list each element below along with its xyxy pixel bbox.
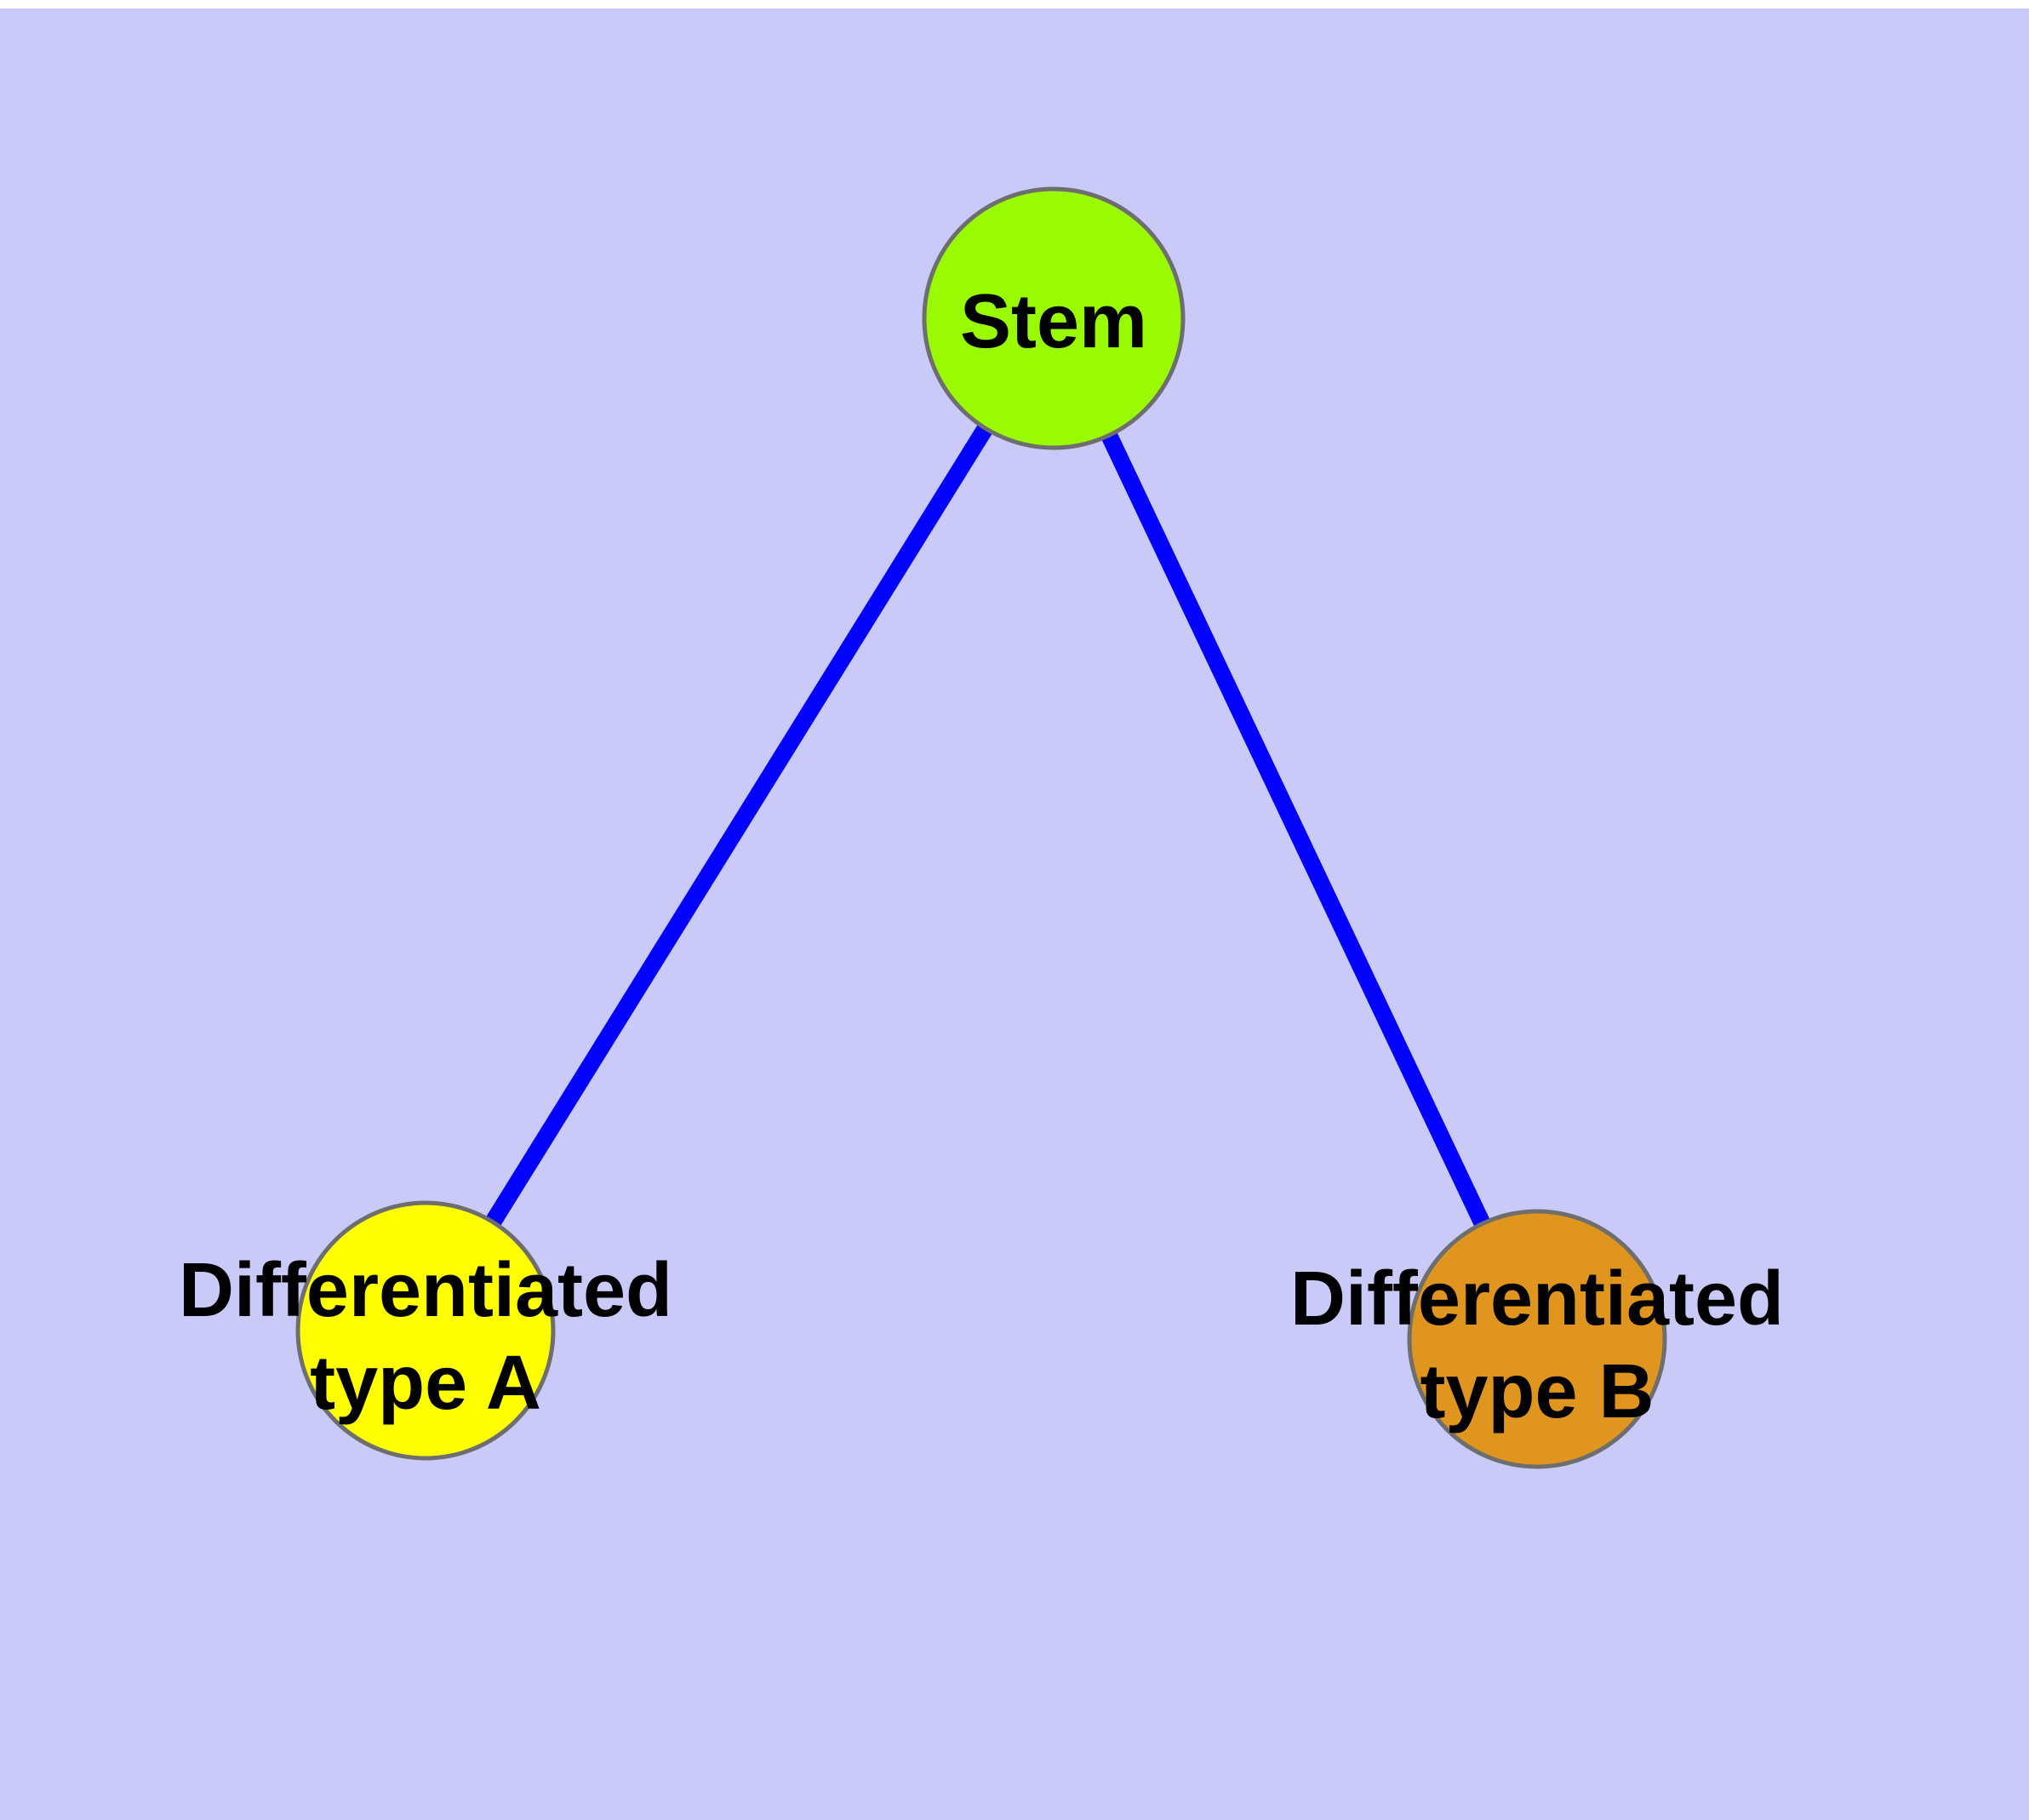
node-stem — [922, 186, 1186, 450]
edge-stem-type-a — [418, 313, 1061, 1336]
node-label-stem: Stem — [960, 279, 1147, 364]
node-type-a — [295, 1200, 556, 1461]
node-type-b — [1407, 1209, 1667, 1469]
edge-stem-type-b — [1045, 314, 1546, 1343]
